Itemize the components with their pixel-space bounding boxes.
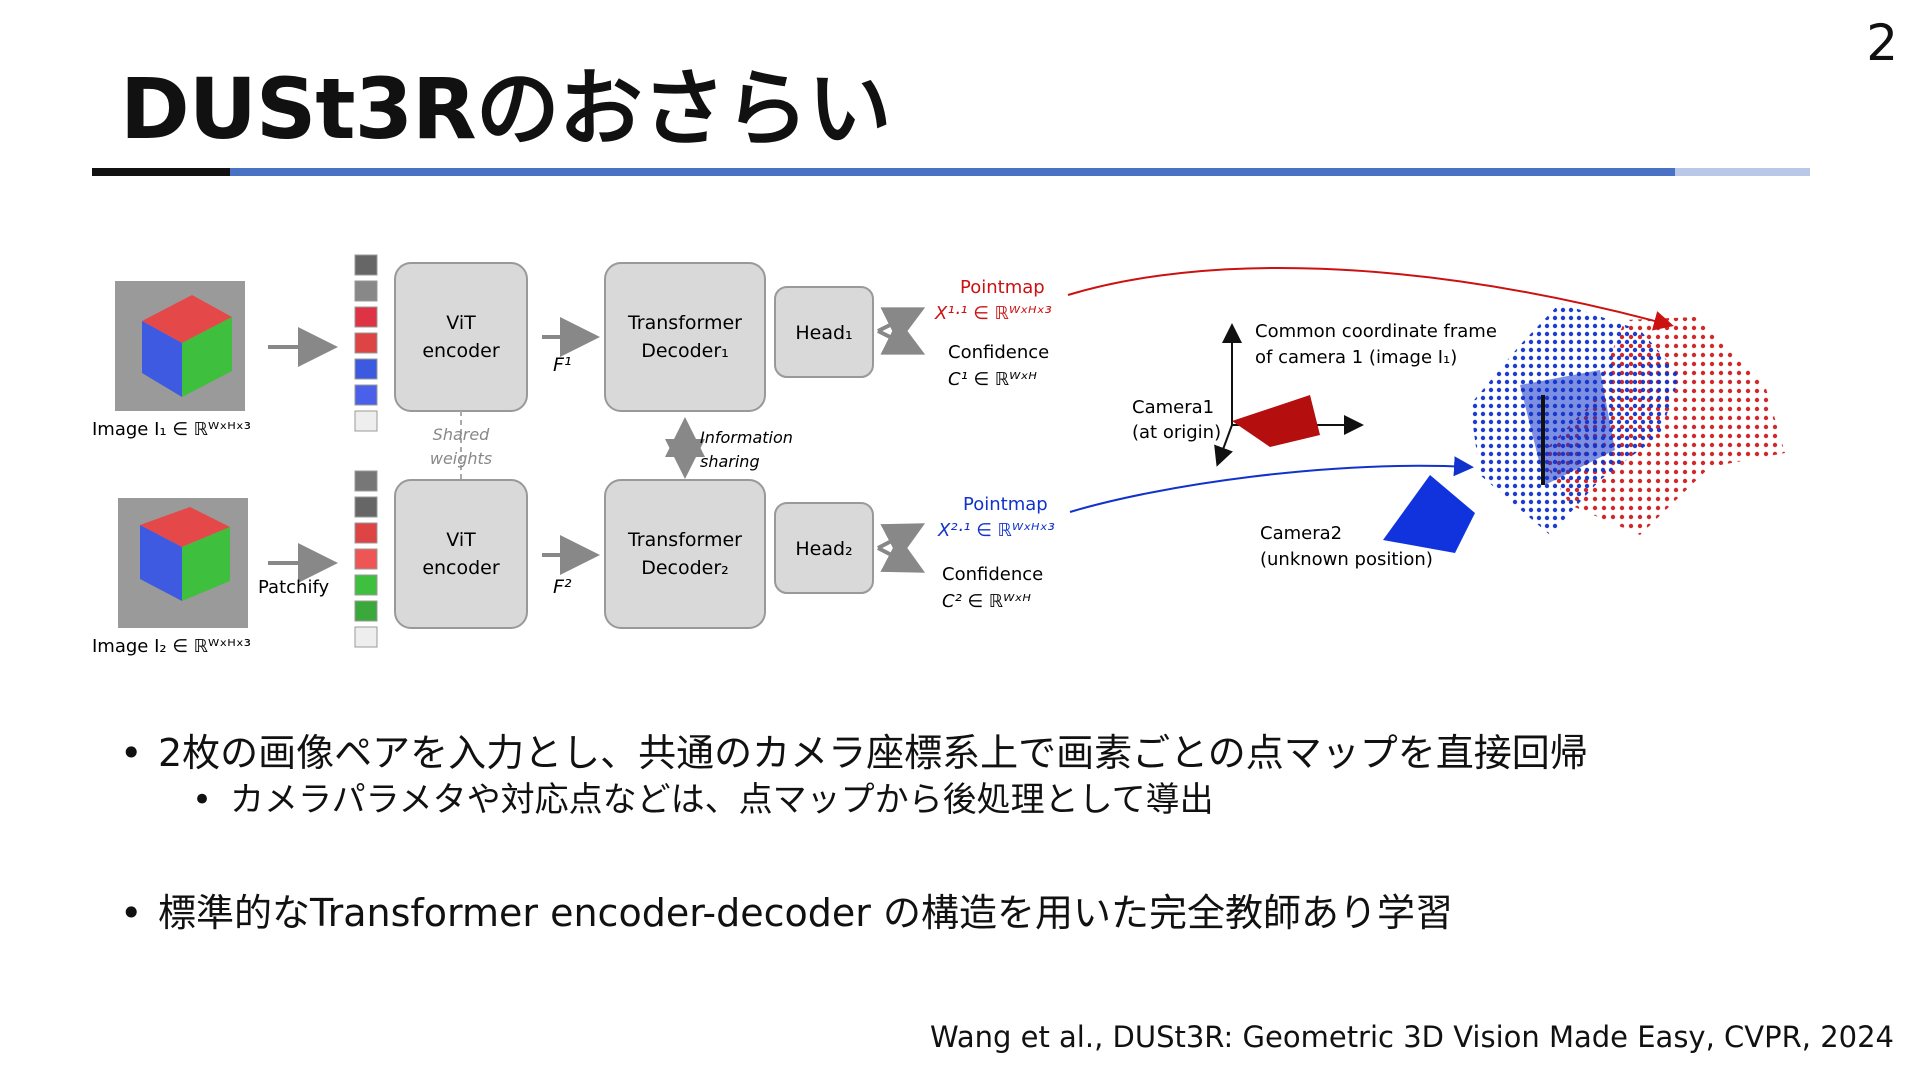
arrow-head1-confidence bbox=[877, 318, 926, 355]
pointmap-1-curve-arrow bbox=[1067, 266, 1674, 331]
axis-z bbox=[1214, 424, 1233, 467]
title-rule-light bbox=[1675, 168, 1810, 176]
confidence-1-formula: C¹ ∈ ℝᵂˣᴴ bbox=[948, 369, 1037, 390]
camera-2-label-2: (unknown position) bbox=[1260, 549, 1433, 570]
camera-2-frustum bbox=[1383, 475, 1475, 553]
decoder-1-label-top: Transformer bbox=[627, 312, 742, 334]
bullet-item-1: • 2枚の画像ペアを入力とし、共通のカメラ座標系上で画素ごとの点マップを直接回帰 bbox=[120, 722, 1588, 777]
camera-1-frustum bbox=[1232, 395, 1320, 447]
bullet-1-text: 2枚の画像ペアを入力とし、共通のカメラ座標系上で画素ごとの点マップを直接回帰 bbox=[158, 731, 1588, 775]
image-2-label: Image I₂ ∈ ℝᵂˣᴴˣ³ bbox=[92, 636, 251, 657]
title-rule-black bbox=[92, 168, 230, 176]
patchify-label: Patchify bbox=[258, 577, 329, 598]
pointmap-2-curve-arrow bbox=[1069, 456, 1474, 513]
pointmap-2-formula: X²·¹ ∈ ℝᵂˣᴴˣ³ bbox=[937, 520, 1055, 541]
transformer-decoder-1 bbox=[604, 262, 766, 412]
pointmap-1-label: Pointmap bbox=[960, 277, 1045, 298]
bullet-subitem-1: • カメラパラメタや対応点などは、点マップから後処理として導出 bbox=[192, 772, 1214, 821]
title-rule-blue bbox=[230, 168, 1675, 176]
pointmap-2-label: Pointmap bbox=[963, 494, 1048, 515]
confidence-1-label: Confidence bbox=[948, 342, 1049, 363]
shared-weights-label-2: weights bbox=[430, 449, 492, 468]
vit-encoder-2 bbox=[394, 479, 528, 629]
f1-label: F¹ bbox=[553, 354, 572, 376]
info-sharing-label-1: Information bbox=[700, 428, 793, 447]
decoder-2-label-bottom: Decoder₂ bbox=[641, 557, 729, 579]
image-1-label: Image I₁ ∈ ℝᵂˣᴴˣ³ bbox=[92, 419, 251, 440]
pointmap-1-formula: X¹·¹ ∈ ℝᵂˣᴴˣ³ bbox=[934, 303, 1052, 324]
confidence-2-label: Confidence bbox=[942, 564, 1043, 585]
info-sharing-label-2: sharing bbox=[700, 452, 760, 471]
dust3r-architecture-figure: Image I₁ ∈ ℝᵂˣᴴˣ³ Image I₂ ∈ ℝᵂˣᴴˣ³ Patc… bbox=[80, 235, 1860, 675]
vit-encoder-1-label-top: ViT bbox=[446, 312, 476, 334]
vit-encoder-1 bbox=[394, 262, 528, 412]
f2-label: F² bbox=[553, 576, 572, 598]
bullet-dot-icon: • bbox=[120, 731, 143, 775]
vit-encoder-2-label-bottom: encoder bbox=[422, 557, 500, 579]
head-1 bbox=[774, 286, 874, 378]
bullet-item-2: • 標準的なTransformer encoder-decoder の構造を用いた… bbox=[120, 882, 1453, 937]
arrow-head1-pointmap bbox=[877, 307, 926, 344]
frame-label-1: Common coordinate frame bbox=[1255, 321, 1497, 342]
head-1-label: Head₁ bbox=[795, 322, 852, 344]
confidence-2-formula: C² ∈ ℝᵂˣᴴ bbox=[942, 591, 1031, 612]
vit-encoder-2-label-top: ViT bbox=[446, 529, 476, 551]
frame-label-2: of camera 1 (image I₁) bbox=[1255, 347, 1457, 368]
vit-encoder-1-label-bottom: encoder bbox=[422, 340, 500, 362]
bullet-dot-icon: • bbox=[120, 891, 143, 935]
shared-weights-label-1: Shared bbox=[433, 425, 491, 444]
decoder-1-label-bottom: Decoder₁ bbox=[641, 340, 729, 362]
camera-1-label-1: Camera1 bbox=[1132, 397, 1214, 418]
slide-title: DUSt3Rのおさらい bbox=[120, 60, 892, 158]
point-cloud-dense-blue bbox=[1520, 370, 1615, 485]
arrow-head2-confidence bbox=[877, 536, 926, 573]
patch-tokens-1 bbox=[354, 254, 378, 432]
arrow-head2-pointmap bbox=[877, 523, 926, 560]
head-2-label: Head₂ bbox=[795, 538, 852, 560]
head-2 bbox=[774, 502, 874, 594]
input-image-2 bbox=[118, 498, 248, 628]
bullet-dot-icon: • bbox=[192, 780, 213, 820]
decoder-2-label-top: Transformer bbox=[627, 529, 742, 551]
citation: Wang et al., DUSt3R: Geometric 3D Vision… bbox=[930, 1020, 1894, 1054]
camera-2-label-1: Camera2 bbox=[1260, 523, 1342, 544]
page-number: 2 bbox=[1866, 14, 1898, 72]
camera-1-label-2: (at origin) bbox=[1132, 422, 1221, 443]
patch-tokens-2 bbox=[354, 470, 378, 648]
bullet-1-sub-text: カメラパラメタや対応点などは、点マップから後処理として導出 bbox=[230, 780, 1214, 820]
transformer-decoder-2 bbox=[604, 479, 766, 629]
bullet-2-text: 標準的なTransformer encoder-decoder の構造を用いた完… bbox=[158, 891, 1453, 935]
input-image-1 bbox=[115, 281, 245, 411]
